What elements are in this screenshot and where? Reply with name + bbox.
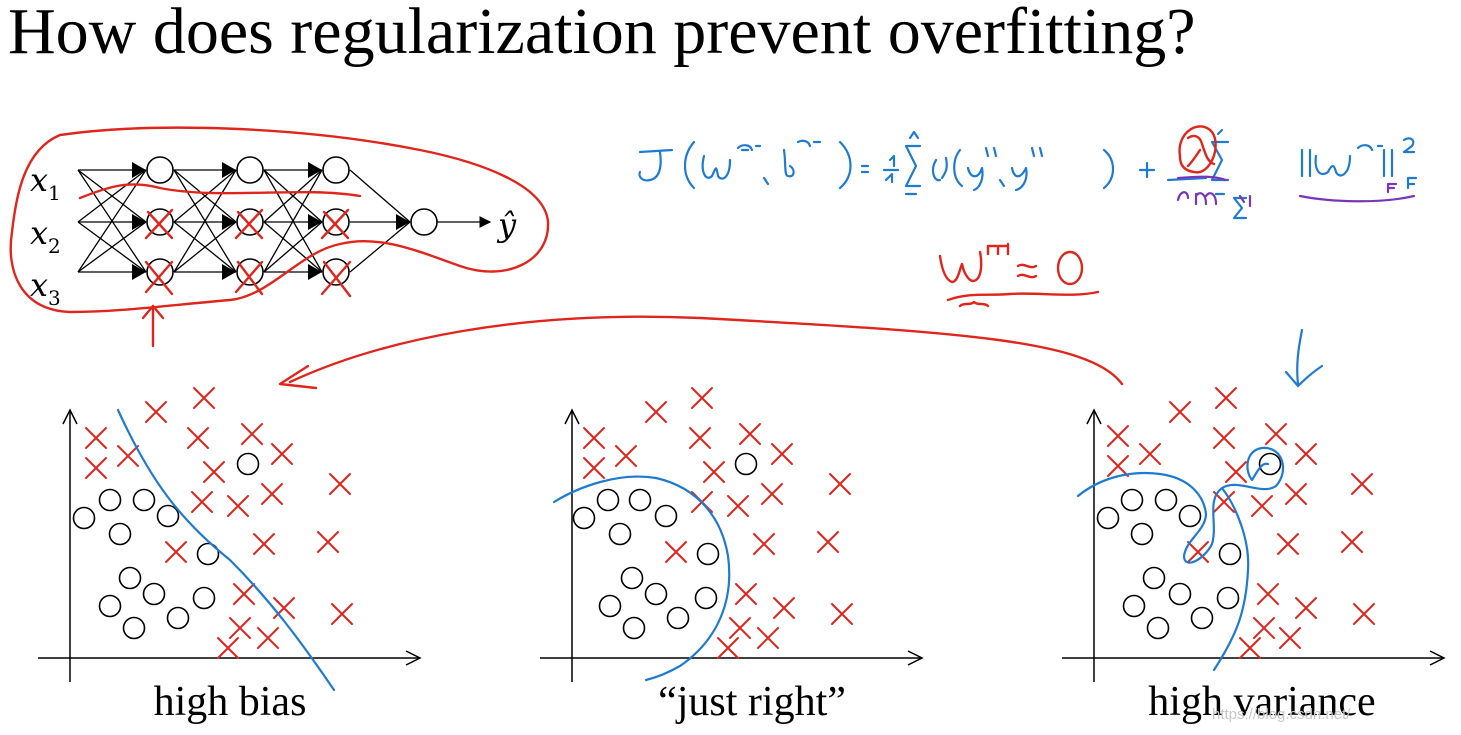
axes bbox=[38, 408, 422, 682]
cross-mark-l2-3 bbox=[234, 260, 264, 296]
x-markers bbox=[583, 387, 853, 659]
watermark: https://blog.csdn.net/ bbox=[1212, 706, 1351, 723]
o-markers bbox=[1096, 452, 1282, 640]
cross-mark-l1-3 bbox=[144, 260, 174, 296]
crossed-out-units-loop bbox=[9, 126, 550, 314]
o-markers bbox=[72, 452, 260, 640]
neural-network bbox=[77, 156, 492, 286]
slide-title: How does regularization prevent overfitt… bbox=[8, 0, 1196, 68]
node-output bbox=[410, 208, 438, 236]
network-edges bbox=[77, 169, 492, 273]
input-labels: x1 x2 x3 ŷ bbox=[30, 161, 517, 310]
decision-boundary bbox=[552, 475, 731, 682]
caption-high-bias: high bias bbox=[153, 679, 307, 725]
panel-high-variance bbox=[1062, 387, 1446, 682]
axes bbox=[1062, 408, 1446, 682]
node-l1-3 bbox=[146, 258, 174, 286]
caption-high-variance: high variance bbox=[1148, 679, 1376, 725]
down-arrow-annotation bbox=[1284, 328, 1324, 388]
lambda-circle bbox=[1178, 125, 1217, 174]
node-l3-3 bbox=[322, 258, 350, 286]
node-l2-3 bbox=[236, 258, 264, 286]
lambda-annotation bbox=[1176, 175, 1416, 208]
input-label-2: x2 bbox=[30, 214, 61, 258]
weights-near-zero bbox=[278, 242, 1124, 390]
decision-boundary bbox=[1076, 446, 1285, 672]
x-markers bbox=[85, 387, 353, 659]
input-label-3: x3 bbox=[30, 266, 61, 310]
arrow-tips bbox=[132, 162, 410, 280]
decision-boundary bbox=[116, 408, 336, 692]
x-markers bbox=[1107, 387, 1375, 659]
caption-just-right: “just right” bbox=[658, 679, 846, 725]
node-l1-1 bbox=[146, 156, 174, 184]
panel-just-right bbox=[540, 387, 924, 682]
input-label-1: x1 bbox=[30, 161, 61, 205]
cross-mark-l3-2 bbox=[320, 208, 350, 240]
cost-function-formula bbox=[638, 128, 1418, 220]
cross-mark-l3-3 bbox=[320, 260, 352, 298]
feedback-arrow bbox=[288, 315, 1124, 386]
o-markers bbox=[572, 452, 758, 640]
node-l2-1 bbox=[236, 156, 264, 184]
up-arrow-annotation bbox=[141, 304, 165, 348]
output-label: ŷ bbox=[496, 206, 517, 244]
network-annotations bbox=[9, 126, 550, 348]
network-nodes bbox=[146, 156, 438, 286]
cross-mark-l2-2 bbox=[234, 208, 264, 240]
axes bbox=[540, 408, 924, 682]
node-l3-1 bbox=[322, 156, 350, 184]
cross-mark-l1-2 bbox=[144, 208, 174, 240]
panel-high-bias bbox=[38, 387, 422, 692]
